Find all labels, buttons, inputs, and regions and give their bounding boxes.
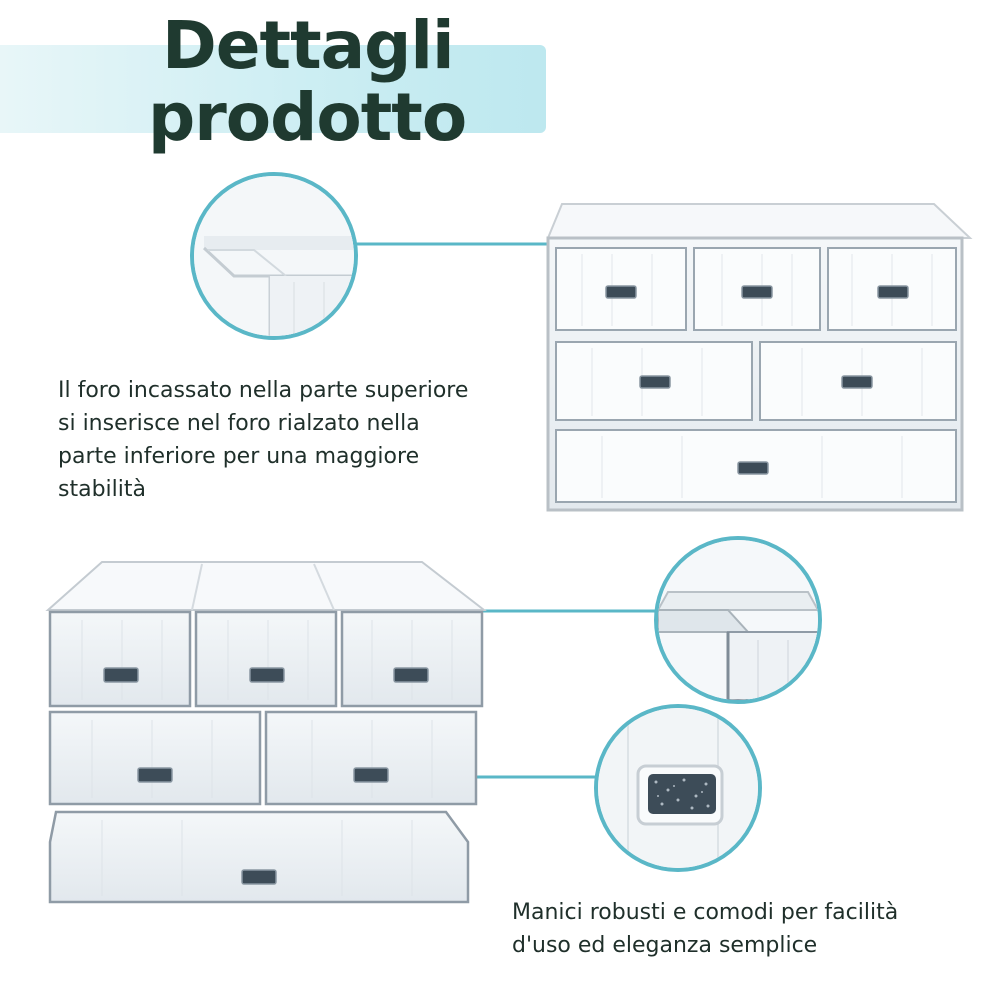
caption-line: Il foro incassato nella parte superiore: [58, 378, 469, 403]
caption-handles: Manici robusti e comodi per facilità d'u…: [512, 896, 898, 962]
page-title: Dettagli prodotto: [148, 7, 467, 156]
caption-line: Manici robusti e comodi per facilità: [512, 900, 899, 925]
title-line-2: prodotto: [148, 79, 467, 156]
caption-stacking-stability: Il foro incassato nella parte superiore …: [58, 374, 468, 506]
caption-line: si inserisce nel foro rialzato nella: [58, 411, 420, 436]
lid-corner-zoom-icon: [190, 172, 358, 340]
caption-line: stabilità: [58, 477, 146, 502]
organizer-upper-image: [542, 198, 974, 518]
caption-line: d'uso ed eleganza semplice: [512, 933, 818, 958]
organizer-lower-image: [42, 558, 492, 908]
title-band: [0, 45, 546, 133]
caption-line: parte inferiore per una maggiore: [58, 444, 420, 469]
lid-edge-zoom-icon: [654, 536, 822, 704]
title-line-1: Dettagli: [162, 7, 455, 84]
glitter-handle-zoom-icon: [594, 704, 762, 872]
